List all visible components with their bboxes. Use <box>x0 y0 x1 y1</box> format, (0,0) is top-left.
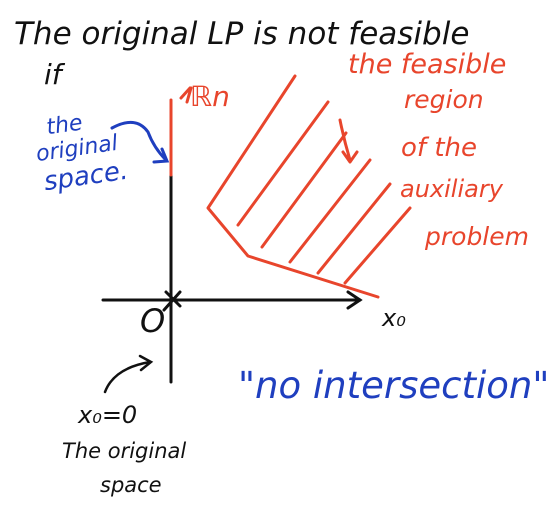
original-space-line-1: the <box>45 111 84 141</box>
feasible-label-arrow <box>338 118 359 164</box>
heading-line-2: if <box>44 58 66 91</box>
heading: The original LP is not feasible if <box>14 16 469 91</box>
feasible-label-line-5: problem <box>424 222 529 251</box>
hatch-line-4 <box>316 182 392 275</box>
feasible-label-line-1: the feasible <box>348 49 506 80</box>
rn-label: ℝn <box>190 80 230 113</box>
feasible-region-label: the feasible region of the auxiliary pro… <box>348 49 529 251</box>
hatch-line-1 <box>236 100 330 227</box>
heading-line-1: The original LP is not feasible <box>14 16 469 52</box>
horizontal-axis-arrowhead <box>346 290 363 310</box>
feasible-label-line-2: region <box>404 85 484 114</box>
axes <box>101 158 363 384</box>
x0-zero-arrow <box>103 354 154 394</box>
origin-label: O <box>140 302 165 340</box>
x0-axis-label: x₀ <box>381 304 406 332</box>
hatch-line-3 <box>288 158 372 264</box>
feasible-region-boundary <box>206 74 380 299</box>
feasible-label-line-3: of the <box>401 133 477 163</box>
original-space-below-line-1: The original <box>62 439 186 463</box>
original-space-label: the original space. <box>34 111 129 198</box>
x0-equals-zero-label: x₀=0 <box>77 401 137 429</box>
feasible-region <box>206 74 412 299</box>
original-space-arrow <box>110 120 170 164</box>
no-intersection-label: "no intersection" <box>238 364 549 407</box>
hatch-line-5 <box>343 206 412 285</box>
rn-axis-segment <box>169 86 193 177</box>
origin-cross-mark <box>162 290 182 312</box>
feasible-label-line-4: auxiliary <box>400 175 504 203</box>
original-space-below-line-2: space <box>100 473 162 497</box>
rn-arrowhead <box>179 86 193 104</box>
x0-zero-annotation: x₀=0 The original space <box>62 401 186 497</box>
hatch-line-2 <box>260 131 348 249</box>
